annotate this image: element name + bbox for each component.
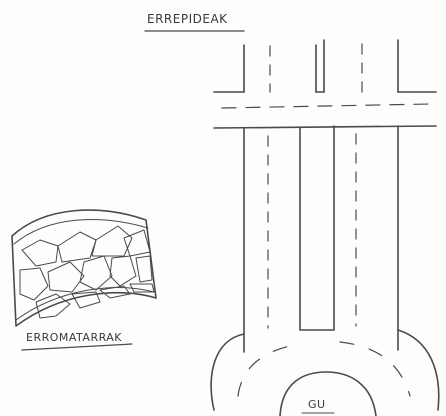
cobblestones [20,226,154,318]
upper-left-road-edges [244,45,316,92]
roundabout-inner [280,372,376,416]
lower-road-inner-edges [300,126,334,330]
us-label-group: GU [302,398,334,413]
us-label: GU [308,398,326,411]
roman-road [12,210,156,326]
roman-road-label: ERROMATARRAK [26,331,122,344]
lower-road-outer-edges [244,126,398,352]
title-label: ERREPIDEAK [147,12,228,26]
crossing-road-centerline [222,104,430,108]
crossing-road-edges [214,92,436,128]
roundabout-lane-marks [238,342,410,396]
roman-road-label-group: ERROMATARRAK [22,331,132,350]
roman-road-underline [22,344,132,350]
road-network [211,40,439,416]
title-group: ERREPIDEAK [145,12,244,31]
upper-right-road-edges [324,40,398,92]
